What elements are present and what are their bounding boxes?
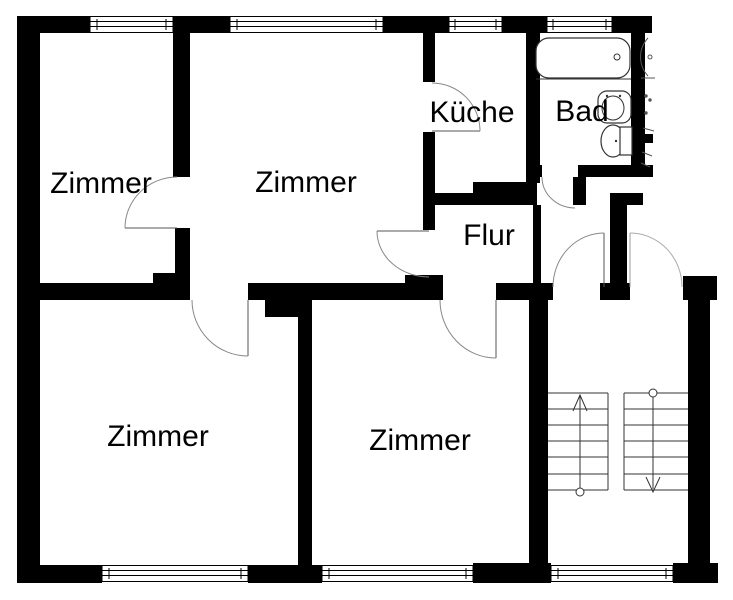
wall	[610, 197, 627, 285]
window	[546, 16, 613, 33]
window	[229, 16, 384, 33]
toilet-icon	[600, 124, 633, 158]
wall	[573, 177, 586, 205]
wall	[298, 300, 312, 566]
door-arc	[431, 82, 481, 132]
wall	[173, 16, 230, 33]
wall	[631, 33, 645, 177]
door-kueche	[431, 82, 481, 132]
doors	[124, 82, 683, 359]
window	[89, 16, 174, 33]
wall	[612, 16, 652, 33]
door-neighbor-entrance	[629, 232, 683, 288]
neighbor-bathtub-icon	[640, 37, 649, 77]
room-label-flur: Flur	[463, 219, 515, 252]
door-arc	[541, 176, 576, 209]
wall	[529, 300, 548, 565]
wall	[423, 132, 435, 230]
sink-icon	[597, 90, 632, 124]
room-label-zimmer-bottom-right: Zimmer	[369, 424, 471, 457]
door-arc	[191, 299, 249, 357]
wall	[433, 193, 537, 205]
wall	[526, 33, 540, 183]
wall	[496, 283, 553, 300]
door-middle-zimmer	[376, 230, 430, 278]
interior-walls	[40, 33, 653, 566]
window	[550, 565, 674, 582]
wall	[502, 16, 547, 33]
door-bad	[541, 176, 576, 209]
wall	[248, 565, 322, 583]
wall	[248, 283, 443, 300]
wall	[40, 283, 190, 300]
window	[448, 16, 503, 33]
staircase-icon	[548, 388, 688, 497]
stairs-down-arrow	[645, 388, 661, 494]
door-arc	[124, 176, 178, 229]
door-top-left-zimmer	[124, 176, 178, 229]
wall	[17, 16, 40, 582]
room-label-bad: Bad	[555, 95, 609, 128]
wall	[383, 16, 449, 33]
wall	[173, 33, 190, 177]
room-label-kueche: Küche	[429, 96, 515, 129]
wall	[683, 276, 717, 300]
wall	[533, 205, 541, 283]
door-arc	[376, 230, 430, 278]
wall	[473, 563, 551, 583]
wall	[610, 193, 643, 205]
window	[321, 565, 474, 582]
door-bottom-left-zimmer	[191, 299, 249, 357]
door-arc	[439, 299, 497, 359]
wall	[600, 283, 630, 300]
wall	[473, 182, 537, 194]
neighbor-fixtures	[640, 37, 655, 168]
exterior-walls	[17, 16, 718, 583]
door-bottom-right-zimmer	[439, 299, 497, 359]
wall	[423, 33, 435, 82]
wall	[688, 298, 710, 568]
window	[101, 565, 249, 582]
wall	[153, 273, 175, 284]
windows	[89, 16, 674, 582]
stairs-up-arrow	[572, 393, 588, 497]
bathtub-icon	[535, 37, 631, 80]
wall	[528, 165, 542, 177]
wall	[405, 275, 443, 284]
room-label-zimmer-top-left: Zimmer	[50, 167, 152, 200]
door-arc	[552, 232, 605, 288]
wall	[17, 565, 102, 583]
room-label-zimmer-bottom-left: Zimmer	[107, 420, 209, 453]
room-label-zimmer-middle: Zimmer	[255, 166, 357, 199]
door-entrance	[552, 232, 605, 288]
wall	[175, 228, 190, 284]
door-arc	[629, 232, 683, 288]
